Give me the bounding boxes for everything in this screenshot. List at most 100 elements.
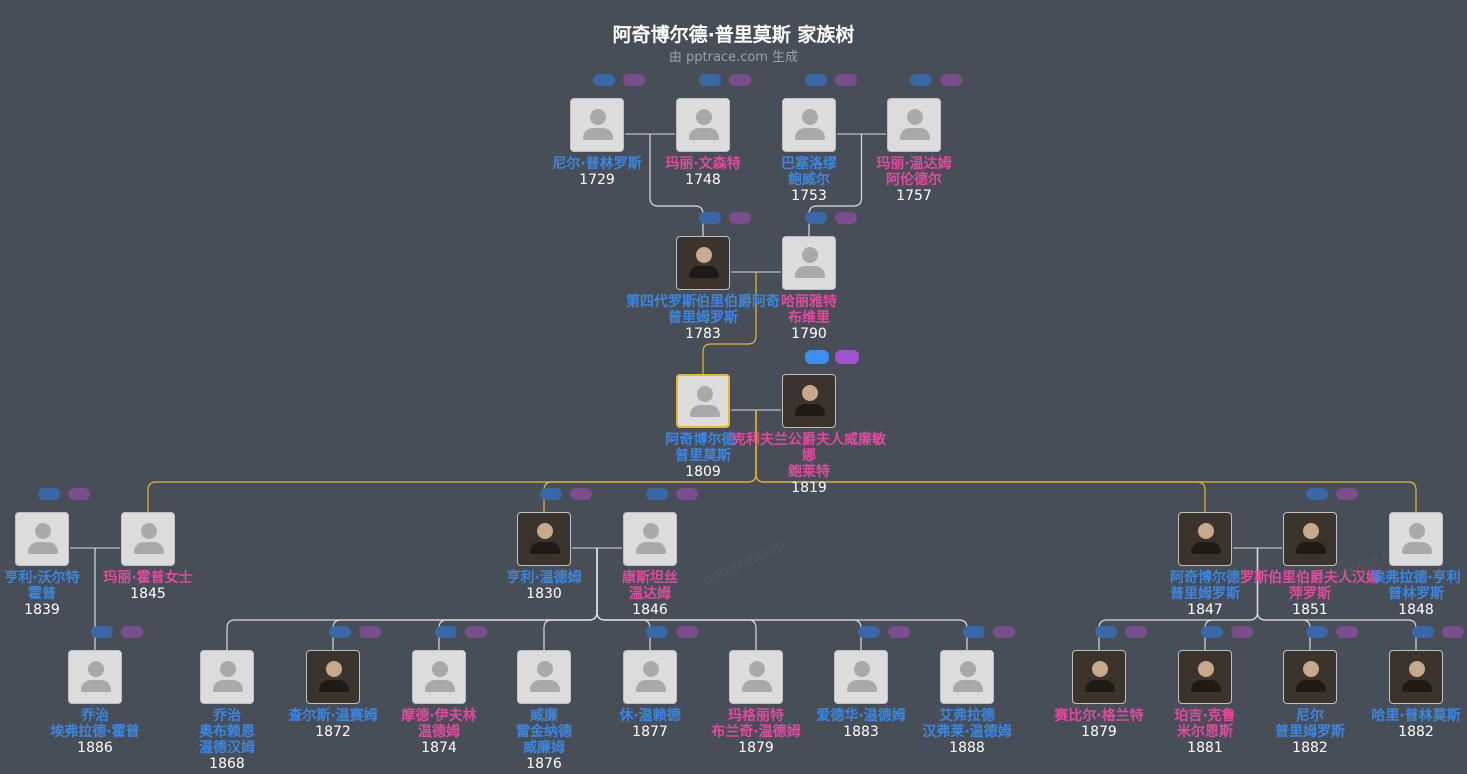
expand-relatives-button[interactable] (940, 74, 962, 86)
expand-ancestors-button[interactable] (1306, 626, 1328, 638)
expand-ancestors-button[interactable] (1201, 626, 1223, 638)
portrait-photo[interactable] (517, 512, 571, 566)
expand-relatives-button[interactable] (121, 626, 143, 638)
avatar-placeholder-icon[interactable] (940, 650, 994, 704)
expand-ancestors-button[interactable] (435, 626, 457, 638)
avatar-placeholder-icon[interactable] (412, 650, 466, 704)
expand-relatives-button[interactable] (676, 626, 698, 638)
avatar-placeholder-icon[interactable] (200, 650, 254, 704)
expand-relatives-button[interactable] (888, 626, 910, 638)
avatar-placeholder-icon[interactable] (623, 650, 677, 704)
portrait-photo[interactable] (1178, 512, 1232, 566)
expand-ancestors-button[interactable] (329, 626, 351, 638)
portrait-photo[interactable] (306, 650, 360, 704)
expand-ancestors-button[interactable] (858, 626, 880, 638)
expand-ancestors-button[interactable] (910, 74, 932, 86)
portrait-photo[interactable] (1178, 650, 1232, 704)
expand-ancestors-button[interactable] (699, 212, 721, 224)
expand-relatives-button[interactable] (729, 212, 751, 224)
expand-relatives-button[interactable] (835, 212, 857, 224)
expand-relatives-button[interactable] (68, 488, 90, 500)
portrait-photo[interactable] (1072, 650, 1126, 704)
expand-relatives-button[interactable] (729, 74, 751, 86)
avatar-placeholder-icon[interactable] (887, 98, 941, 152)
avatar-placeholder-icon[interactable] (782, 98, 836, 152)
person-name: 摩德·伊夫林 (401, 708, 477, 724)
expand-relatives-button[interactable] (835, 74, 857, 86)
expand-relatives-button[interactable] (1336, 626, 1358, 638)
expand-ancestors-button[interactable] (91, 626, 113, 638)
expand-ancestors-button[interactable] (805, 212, 827, 224)
portrait-photo[interactable] (676, 236, 730, 290)
expand-ancestors-button[interactable] (699, 74, 721, 86)
avatar-placeholder-icon[interactable] (121, 512, 175, 566)
expand-ancestors-button[interactable] (646, 626, 668, 638)
expand-ancestors-button[interactable] (1306, 488, 1328, 500)
expand-relatives-button[interactable] (1336, 488, 1358, 500)
avatar-placeholder-icon[interactable] (676, 374, 730, 428)
avatar-placeholder-icon[interactable] (68, 650, 122, 704)
expand-relatives-button[interactable] (623, 74, 645, 86)
portrait-photo[interactable] (1283, 512, 1337, 566)
expand-relatives-button[interactable] (1125, 626, 1147, 638)
avatar-placeholder-icon[interactable] (623, 512, 677, 566)
expand-ancestors-button[interactable] (805, 74, 827, 86)
expand-ancestors-button[interactable] (805, 350, 829, 364)
avatar-placeholder-icon[interactable] (834, 650, 888, 704)
expand-relatives-button[interactable] (1442, 626, 1464, 638)
expand-relatives-button[interactable] (676, 488, 698, 500)
avatar-placeholder-icon[interactable] (782, 236, 836, 290)
expand-ancestors-button[interactable] (963, 626, 985, 638)
avatar-placeholder-icon[interactable] (517, 650, 571, 704)
expand-relatives-button[interactable] (570, 488, 592, 500)
expand-relatives-button[interactable] (835, 350, 859, 364)
avatar-placeholder-icon[interactable] (1389, 512, 1443, 566)
avatar-placeholder-icon[interactable] (676, 98, 730, 152)
expand-relatives-button[interactable] (465, 626, 487, 638)
avatar-placeholder-icon[interactable] (15, 512, 69, 566)
expand-relatives-button[interactable] (359, 626, 381, 638)
portrait-photo[interactable] (1283, 650, 1337, 704)
expand-ancestors-button[interactable] (593, 74, 615, 86)
portrait-photo[interactable] (1389, 650, 1443, 704)
expand-ancestors-button[interactable] (540, 488, 562, 500)
expand-ancestors-button[interactable] (646, 488, 668, 500)
expand-ancestors-button[interactable] (1412, 626, 1434, 638)
expand-relatives-button[interactable] (1231, 626, 1253, 638)
portrait-photo[interactable] (782, 374, 836, 428)
avatar-placeholder-icon[interactable] (729, 650, 783, 704)
expand-ancestors-button[interactable] (38, 488, 60, 500)
avatar-placeholder-icon[interactable] (570, 98, 624, 152)
expand-ancestors-button[interactable] (1095, 626, 1117, 638)
expand-relatives-button[interactable] (993, 626, 1015, 638)
